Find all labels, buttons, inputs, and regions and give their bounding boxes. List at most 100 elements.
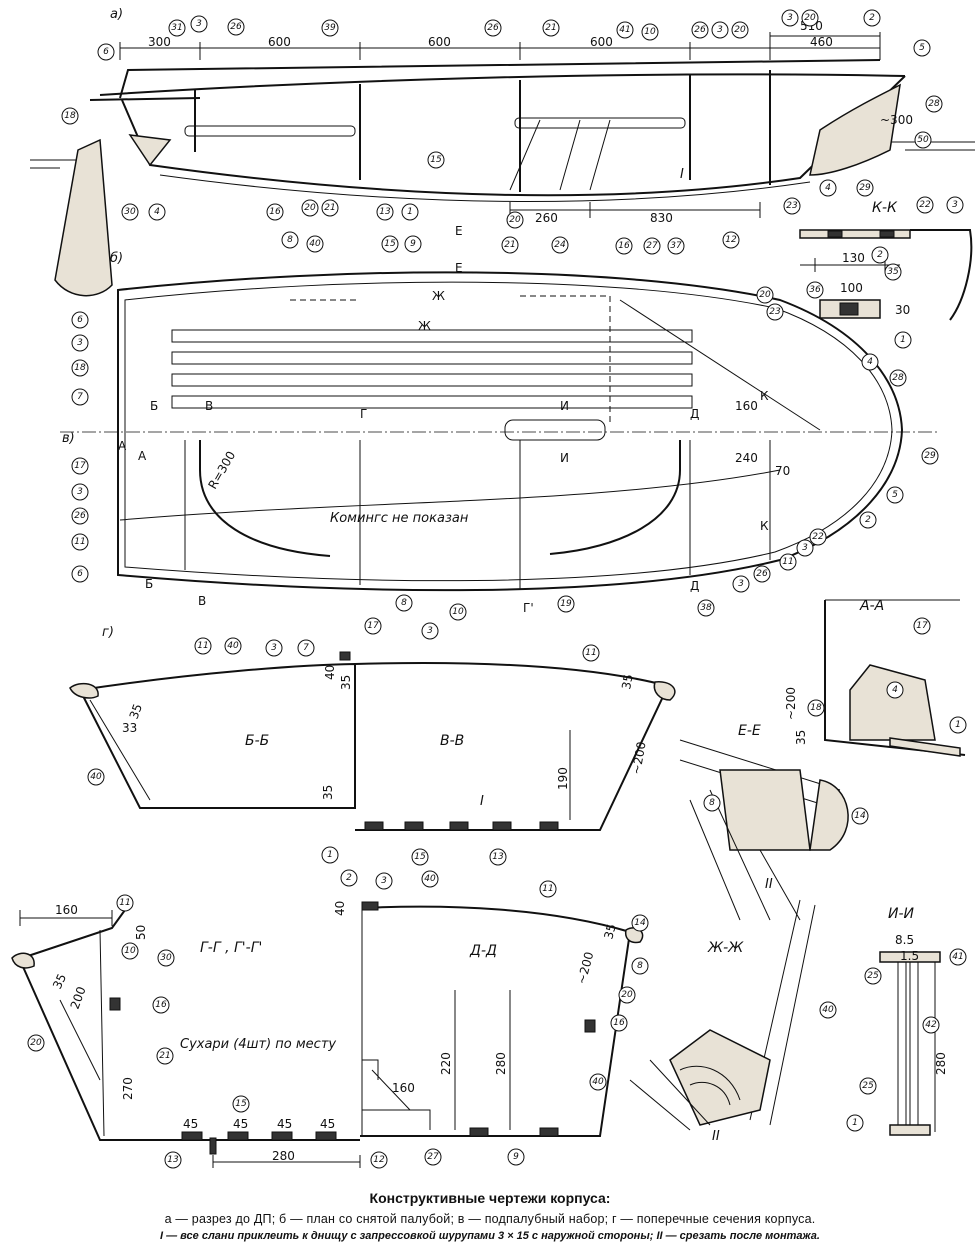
svg-text:38: 38 [700, 603, 712, 613]
svg-text:35: 35 [887, 267, 899, 277]
svg-text:1: 1 [900, 335, 906, 345]
callout: 3 [190, 15, 208, 33]
cockpit-dash [290, 295, 611, 424]
svg-text:8: 8 [287, 235, 293, 245]
dim-40: 40 [323, 665, 337, 680]
dd-deck-block [361, 901, 379, 911]
svg-text:10: 10 [644, 27, 656, 37]
dim-70: 70 [775, 464, 790, 478]
callouts-view-g-top: 11 40 3 7 17 3 11 40 1 15 13 [87, 617, 600, 866]
svg-text:12: 12 [373, 1155, 385, 1165]
callout: 17 [913, 617, 931, 635]
callout: 6 [71, 311, 89, 329]
svg-text:40: 40 [90, 772, 102, 782]
marker-ZH2: Ж [418, 319, 431, 333]
callout: 28 [925, 95, 943, 113]
callout: 23 [766, 303, 784, 321]
callout: 29 [856, 179, 874, 197]
callout: 14 [631, 914, 649, 932]
dim-600c: 600 [590, 35, 613, 49]
callout: 11 [779, 553, 797, 571]
svg-text:23: 23 [769, 307, 781, 317]
callout: 21 [542, 19, 560, 37]
callout: 8 [631, 957, 649, 975]
svg-text:2: 2 [877, 250, 883, 260]
callout: 20 [731, 21, 749, 39]
gg-dim-280 [212, 1155, 361, 1168]
svg-text:25: 25 [867, 971, 879, 981]
centerboard-case [504, 419, 606, 441]
svg-text:3: 3 [802, 543, 808, 553]
svg-text:4: 4 [825, 183, 831, 193]
dim-270: 270 [121, 1077, 135, 1100]
svg-text:40: 40 [309, 239, 321, 249]
ii-keel [889, 1124, 931, 1136]
svg-text:5: 5 [919, 43, 925, 53]
svg-text:4: 4 [892, 685, 898, 695]
caption-line-2: I — все слани приклеить к днищу с запрес… [160, 1230, 820, 1242]
marker-A: А [118, 439, 127, 453]
callout: 3 [732, 575, 750, 593]
callout: 41 [949, 948, 967, 966]
callout: 21 [156, 1047, 174, 1065]
rudder [54, 138, 113, 297]
marker-B: Б [150, 399, 158, 413]
callout: 12 [370, 1151, 388, 1169]
svg-text:20: 20 [509, 215, 521, 225]
gg-dim-160 [19, 910, 113, 926]
callout: 6 [97, 43, 115, 61]
callout: 7 [297, 639, 315, 657]
floor-4 [492, 821, 512, 831]
svg-text:3: 3 [77, 487, 83, 497]
gg-deck [21, 909, 126, 959]
callout: 15 [411, 848, 429, 866]
floor-1 [364, 821, 384, 831]
floorboard-4 [171, 395, 693, 409]
svg-text:26: 26 [230, 22, 242, 32]
svg-text:20: 20 [734, 25, 746, 35]
section-ee: Е-Е II 8 14 [679, 723, 869, 921]
callout: 28 [889, 369, 907, 387]
svg-text:28: 28 [892, 373, 904, 383]
callout: 26 [484, 19, 502, 37]
callout: 1 [846, 1114, 864, 1132]
callout: 16 [152, 996, 170, 1014]
callout: 4 [886, 681, 904, 699]
callout: 12 [722, 231, 740, 249]
dim-600a: 600 [268, 35, 291, 49]
dim-35-gg: 35 [50, 972, 69, 992]
dim-600b: 600 [428, 35, 451, 49]
view-b-plan: б) в) Комингс не показан R=300 160 240 7… [60, 224, 940, 615]
section-label-kk: К-К [872, 200, 898, 216]
dim-lines-a [119, 32, 881, 60]
floor-2 [404, 821, 424, 831]
callout: 19 [557, 595, 575, 613]
svg-text:9: 9 [513, 1152, 519, 1162]
figure-caption: Конструктивные чертежи корпуса: а — разр… [0, 1190, 980, 1242]
section-label-dd: Д-Д [469, 943, 497, 959]
dim-220: 220 [439, 1052, 453, 1075]
ee-side-planks [689, 789, 801, 921]
callout: 27 [643, 237, 661, 255]
dim-lines-a2 [509, 202, 761, 218]
dim-200-dd: ~200 [574, 950, 596, 985]
section-label-aa: А-А [859, 598, 884, 614]
marker-I2: И [560, 451, 569, 465]
svg-text:41: 41 [619, 25, 630, 35]
dim-160-gg: 160 [55, 903, 78, 917]
svg-text:3: 3 [738, 579, 744, 589]
callout: 10 [121, 942, 139, 960]
svg-text:3: 3 [952, 200, 958, 210]
svg-text:21: 21 [324, 203, 335, 213]
callout: 3 [796, 539, 814, 557]
dim-50: 50 [134, 925, 148, 940]
callout: 9 [507, 1148, 525, 1166]
dim-35a: 35 [127, 702, 145, 721]
floorboard-3 [171, 373, 693, 387]
gg-floor-2 [227, 1131, 249, 1141]
radius-note: R=300 [205, 449, 238, 492]
callout: 25 [859, 1077, 877, 1095]
zhzh-deck [629, 1059, 711, 1131]
svg-text:20: 20 [804, 13, 816, 23]
section-kk: К-К 130 22 3 2 35 100 30 [799, 196, 973, 321]
